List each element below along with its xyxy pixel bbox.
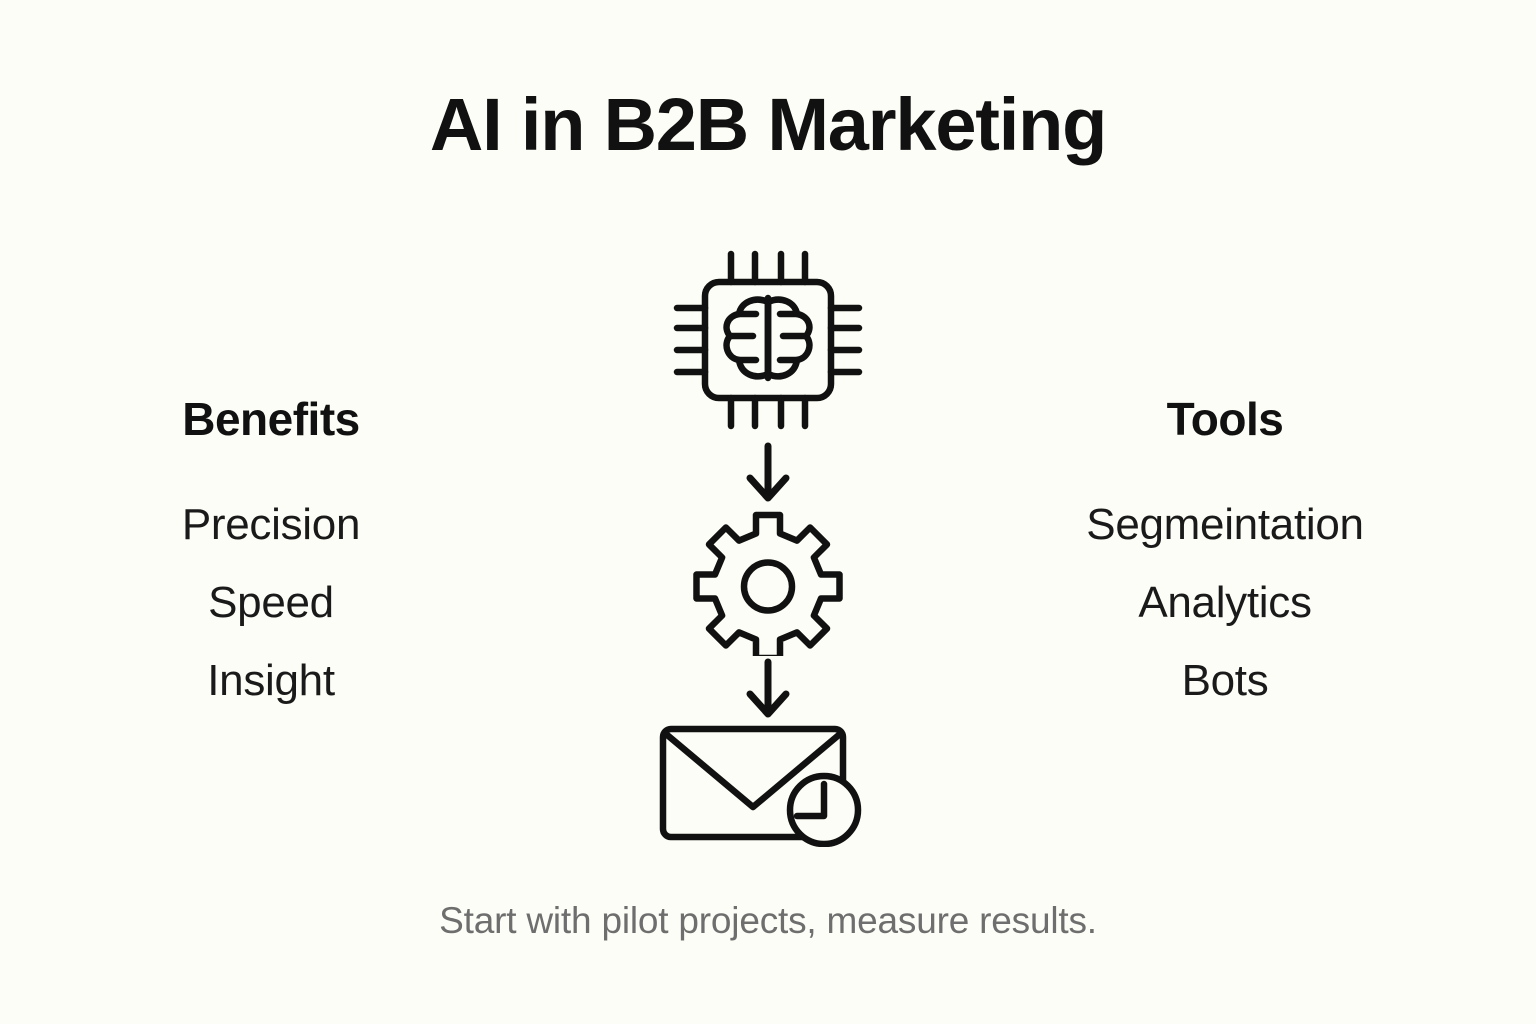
list-item: Analytics bbox=[1138, 578, 1312, 627]
envelope-clock-icon bbox=[659, 725, 862, 847]
benefits-heading: Benefits bbox=[182, 393, 360, 445]
footer-note: Start with pilot projects, measure resul… bbox=[439, 900, 1097, 941]
list-item: Speed bbox=[208, 578, 334, 627]
list-item: Segmeintation bbox=[1086, 500, 1364, 549]
cpu-brain-icon bbox=[673, 250, 863, 430]
gear-icon bbox=[693, 511, 843, 656]
list-item: Bots bbox=[1181, 656, 1269, 705]
benefits-list: Precision Speed Insight bbox=[46, 486, 496, 720]
list-item: Precision bbox=[181, 500, 361, 549]
list-item: Insight bbox=[207, 656, 335, 705]
benefits-column: Benefits Precision Speed Insight bbox=[46, 396, 496, 720]
arrow-down-icon bbox=[746, 658, 790, 718]
tools-heading: Tools bbox=[1166, 393, 1284, 445]
arrow-down-icon bbox=[746, 442, 790, 502]
process-flow bbox=[614, 240, 922, 847]
tools-column: Tools Segmeintation Analytics Bots bbox=[1000, 396, 1450, 720]
page-title: AI in B2B Marketing bbox=[429, 83, 1107, 166]
tools-list: Segmeintation Analytics Bots bbox=[1000, 486, 1450, 720]
